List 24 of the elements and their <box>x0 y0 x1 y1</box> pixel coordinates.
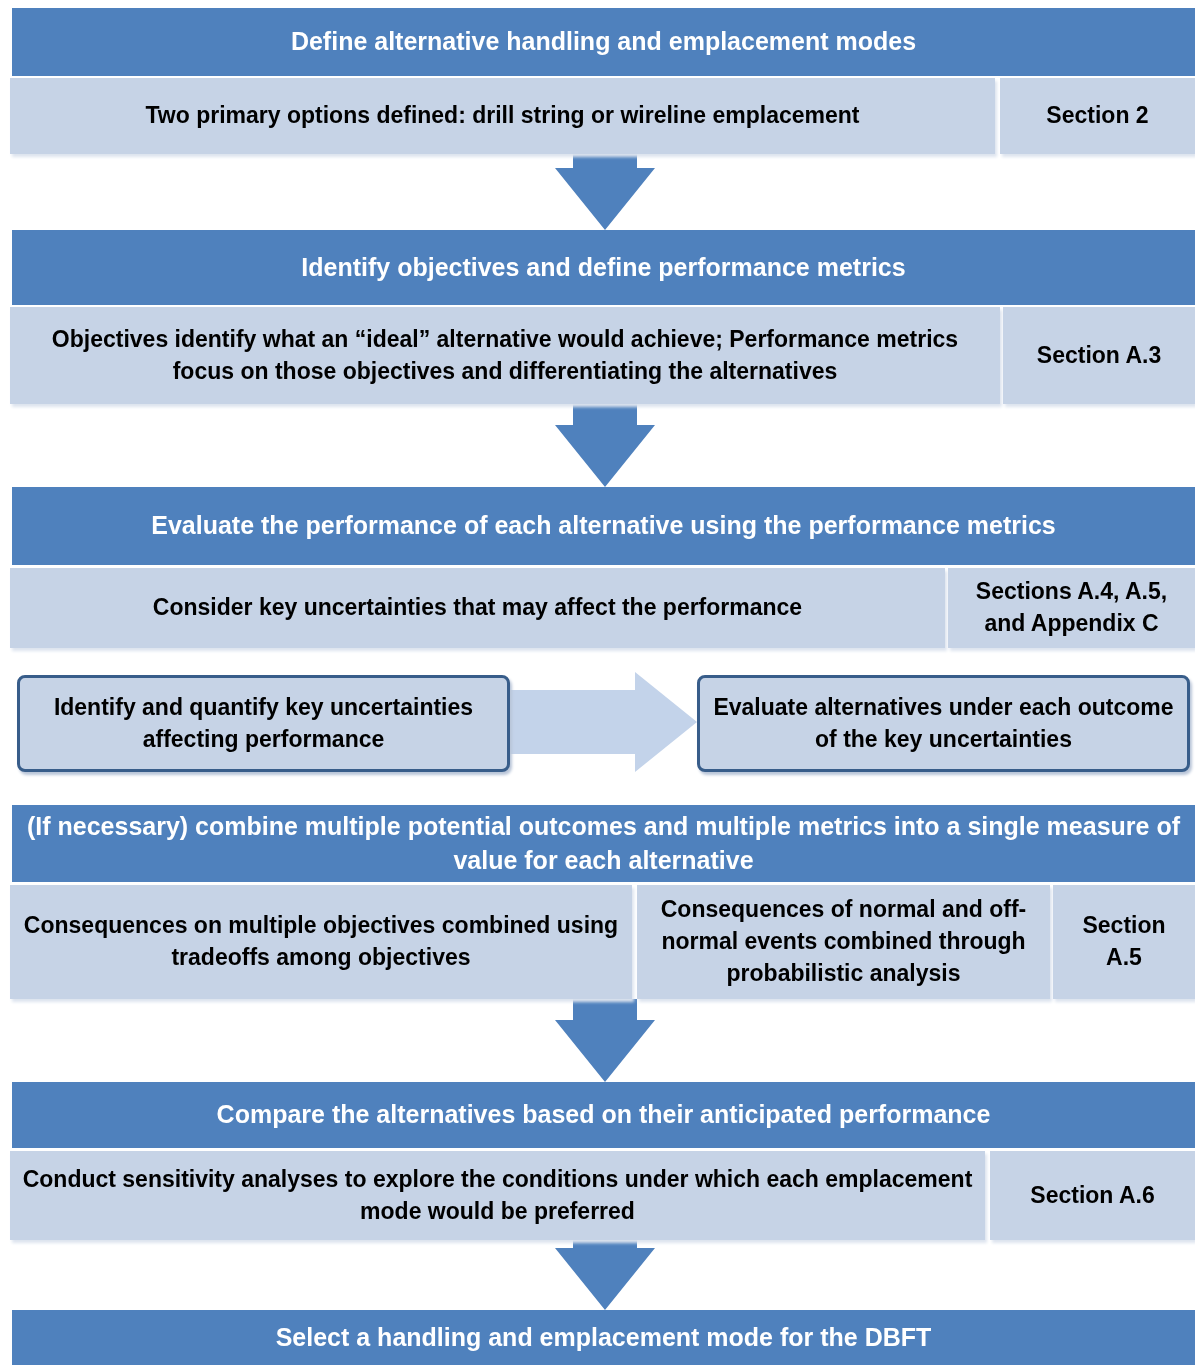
step-header-band: Evaluate the performance of each alternative using the performance metrics <box>12 487 1195 565</box>
step-header-band: Identify objectives and define performance metrics <box>12 230 1195 305</box>
step-header-band: Define alternative handling and emplacement modes <box>12 8 1195 76</box>
block-arrow <box>555 1240 655 1310</box>
description-panel: Section 2 <box>1000 78 1195 154</box>
description-panel: Section A.3 <box>1003 307 1195 404</box>
description-panel: Consequences of normal and off-normal events combined through probabilistic analysis <box>637 885 1050 999</box>
description-panel: Section A.5 <box>1053 885 1195 999</box>
step-header-band: Compare the alternatives based on their anticipated performance <box>12 1082 1195 1148</box>
description-panel: Sections A.4, A.5, and Appendix C <box>948 568 1195 648</box>
step-header-band: (If necessary) combine multiple potential outcomes and multiple metrics into a single measure of value for each alternative <box>12 805 1195 882</box>
step-header-band: Select a handling and emplacement mode for the DBFT <box>12 1310 1195 1365</box>
description-panel: Consider key uncertainties that may affect the performance <box>10 568 945 648</box>
block-arrow <box>555 404 655 487</box>
substep-box: Evaluate alternatives under each outcome of the key uncertainties <box>697 675 1190 772</box>
block-arrow <box>555 999 655 1082</box>
description-panel: Objectives identify what an “ideal” alternative would achieve; Performance metrics focus on those objectives and differentiating the alternatives <box>10 307 1000 404</box>
block-arrow <box>510 672 697 772</box>
description-panel: Conduct sensitivity analyses to explore the conditions under which each emplacement mode would be preferred <box>10 1151 985 1240</box>
description-panel: Two primary options defined: drill string or wireline emplacement <box>10 78 995 154</box>
description-panel: Consequences on multiple objectives combined using tradeoffs among objectives <box>10 885 632 999</box>
description-panel: Section A.6 <box>990 1151 1195 1240</box>
block-arrow <box>555 154 655 230</box>
substep-box: Identify and quantify key uncertainties affecting performance <box>17 675 510 772</box>
